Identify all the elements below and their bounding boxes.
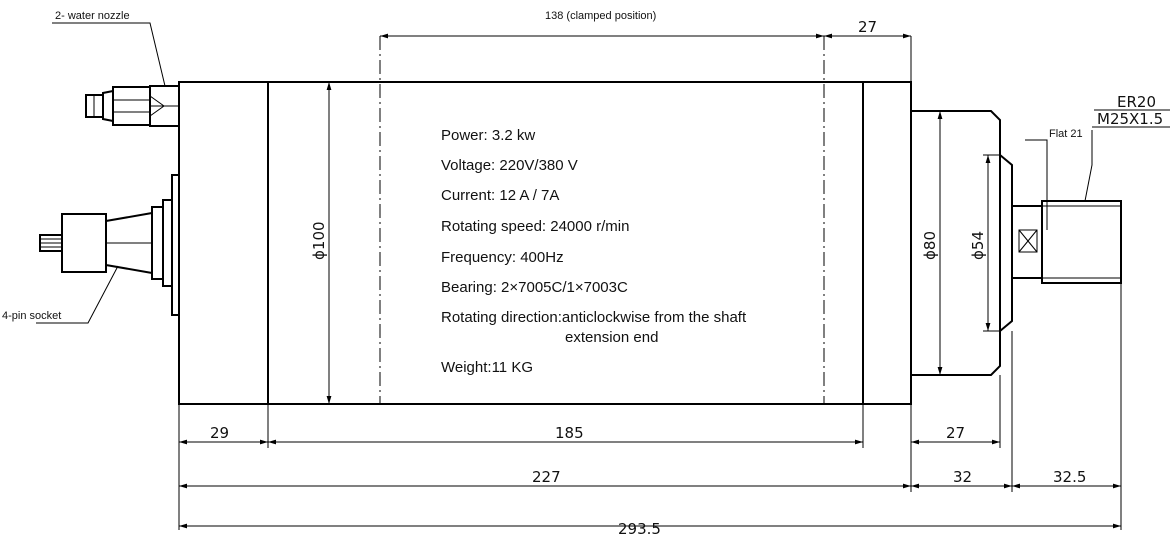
dim-227: 227	[532, 468, 561, 486]
extension-lines	[178, 283, 1122, 530]
spec-direction-cont: extension end	[565, 329, 658, 346]
diameter-dimension-lines	[326, 82, 1000, 404]
spindle-nose	[911, 110, 1122, 376]
spec-speed: Rotating speed: 24000 r/min	[441, 218, 629, 235]
spec-direction: Rotating direction:anticlockwise from th…	[441, 309, 747, 326]
dia-80-label: ϕ80	[921, 231, 939, 260]
spec-power: Power: 3.2 kw	[441, 127, 535, 144]
dia-54-label: ϕ54	[969, 231, 987, 260]
collet-callout: ER20	[1117, 93, 1156, 111]
flat-callout: Flat 21	[1049, 128, 1083, 140]
thread-callout: M25X1.5	[1097, 110, 1163, 128]
top-27-dimension: 27	[858, 18, 877, 36]
dim-27-bottom: 27	[946, 424, 965, 442]
callout-leaders	[36, 22, 1170, 324]
spec-frequency: Frequency: 400Hz	[441, 249, 564, 266]
pin-socket-connector	[39, 174, 180, 316]
spec-current: Current: 12 A / 7A	[441, 187, 559, 204]
dim-293-5: 293.5	[618, 520, 661, 538]
dim-32: 32	[953, 468, 972, 486]
clamped-dimension: 138 (clamped position)	[545, 10, 656, 22]
spec-voltage: Voltage: 220V/380 V	[441, 157, 578, 174]
flat-square-icon	[1018, 229, 1038, 253]
top-dimension-lines	[380, 33, 912, 82]
water-nozzle-fittings	[85, 85, 180, 127]
bottom-dimension-lines	[179, 439, 1122, 530]
dia-100-label: ϕ100	[310, 221, 328, 260]
pin-socket-callout: 4-pin socket	[2, 310, 61, 322]
dim-32-5: 32.5	[1053, 468, 1086, 486]
dim-29: 29	[210, 424, 229, 442]
spec-block: Power: 3.2 kw Voltage: 220V/380 V Curren…	[441, 127, 747, 376]
dim-185: 185	[555, 424, 584, 442]
spec-weight: Weight:11 KG	[441, 359, 533, 376]
spec-bearing: Bearing: 2×7005C/1×7003C	[441, 279, 628, 296]
water-nozzle-callout: 2- water nozzle	[55, 10, 130, 22]
